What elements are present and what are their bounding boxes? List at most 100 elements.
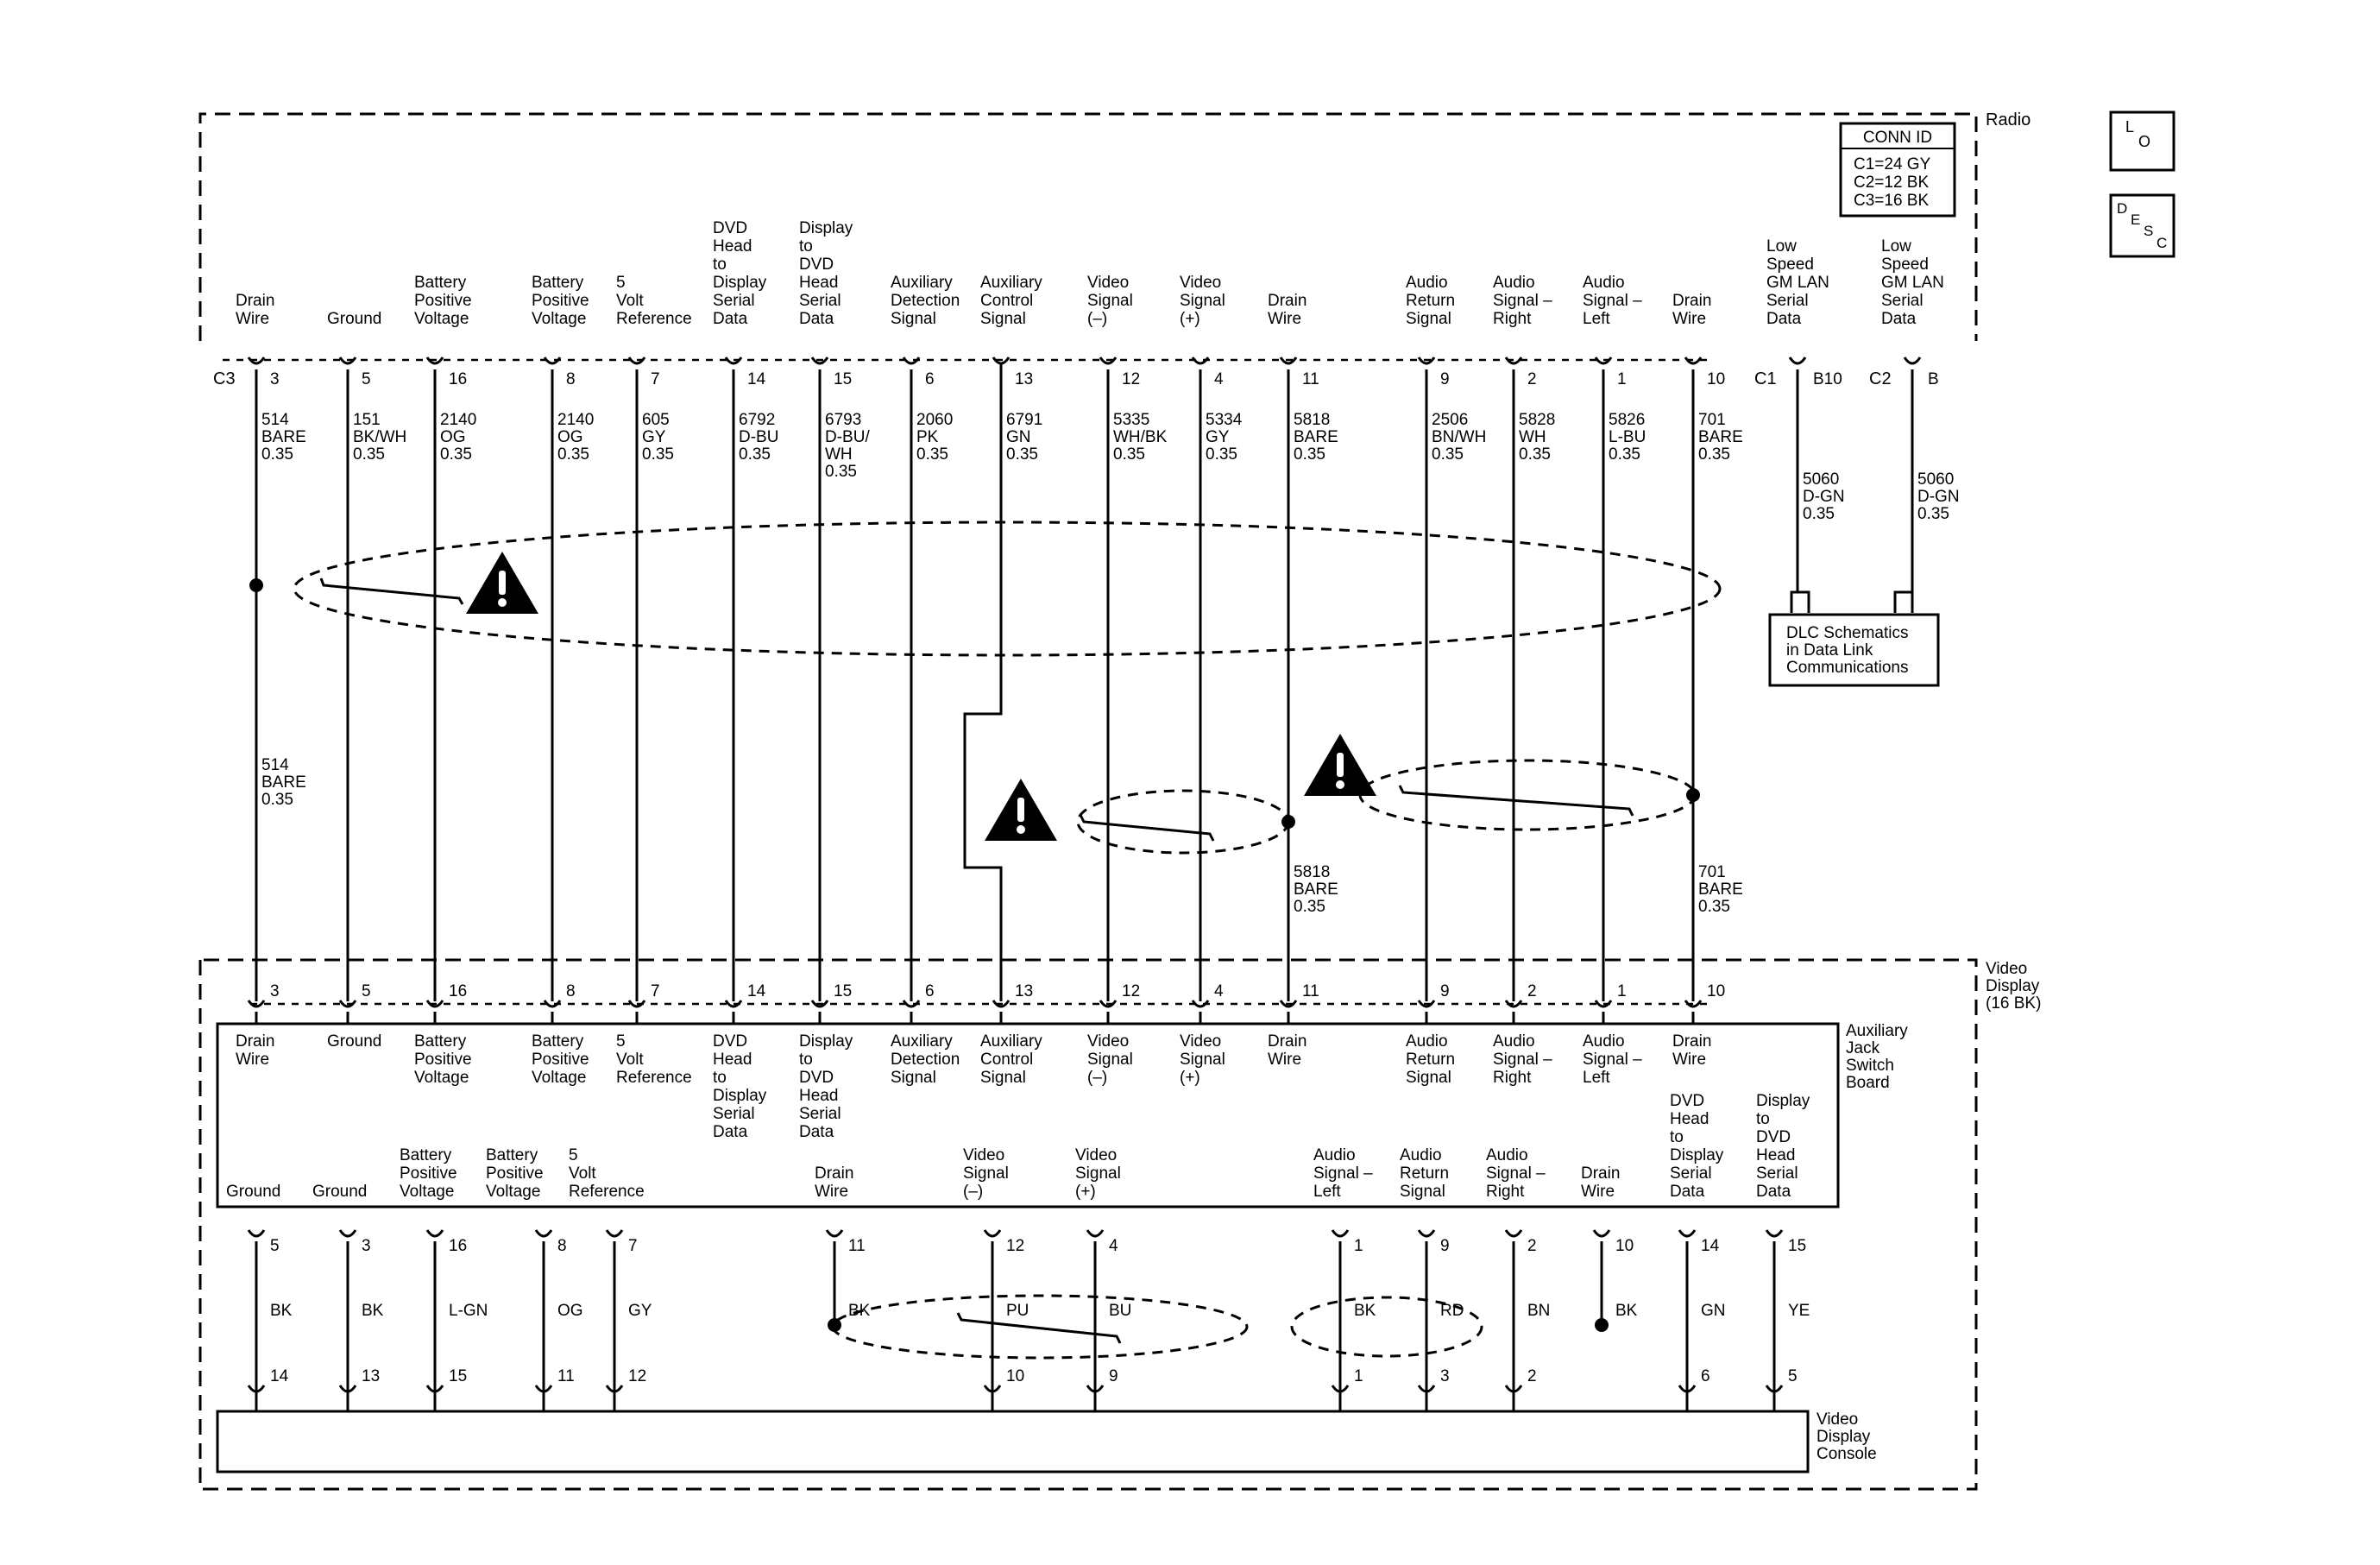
pin-number: 15 [834, 982, 852, 1000]
wire-spec: 5818 [1294, 411, 1330, 429]
switch-board-output-label: DVD [1670, 1092, 1704, 1110]
switch-board-pin-label: Signal [1180, 1051, 1225, 1069]
console-box [216, 1410, 1810, 1473]
pin-number: 5 [362, 370, 371, 388]
console-pin-2 [1504, 1385, 1523, 1393]
gmlan-label: Low [1881, 237, 1911, 256]
shield-audio-upper [1358, 759, 1697, 831]
dlc-box-line: in Data Link [1786, 641, 1873, 659]
output-pin-7 [605, 1229, 624, 1238]
wire-spec: 0.35 [1113, 445, 1145, 464]
switch-board-pin-label: Signal – [1583, 1051, 1642, 1069]
pin-number: B [1928, 370, 1939, 388]
radio-pin-label: Wire [236, 310, 269, 328]
pin-number: 7 [628, 1237, 638, 1255]
lo-badge [2109, 110, 2175, 172]
vd-pin-12 [1099, 1000, 1118, 1008]
radio-pin-15 [810, 357, 829, 365]
wire-spec: GY [1206, 428, 1230, 446]
wire-spec: BARE [261, 428, 306, 446]
switch-board-pin-label: Video [1180, 1032, 1221, 1051]
output-pin-12 [983, 1229, 1002, 1238]
switch-board-output-label: Signal – [1313, 1164, 1373, 1183]
mid-wire-spec: 514 [261, 756, 289, 774]
switch-board-pin-label: (–) [1087, 1069, 1107, 1087]
switch-board-pin-label: Left [1583, 1069, 1610, 1087]
conn-id-line: C1=24 GY [1854, 155, 1931, 174]
wire-color: BK [1615, 1302, 1638, 1320]
radio-pin-label: Return [1406, 292, 1455, 310]
gmlan-label: Data [1881, 310, 1917, 328]
vd-pin-5 [338, 1000, 357, 1008]
output-pin-9 [1417, 1229, 1436, 1238]
wire-spec: PK [916, 428, 939, 446]
switch-board-output-label: Serial [1756, 1164, 1798, 1183]
switch-board-pin-label: Auxiliary [980, 1032, 1042, 1051]
wire-spec: 2506 [1432, 411, 1468, 429]
console-pin-1 [1331, 1385, 1350, 1393]
wire-spec: 0.35 [1006, 445, 1038, 464]
output-pin-11 [825, 1229, 844, 1238]
radio-pin-10 [1684, 357, 1703, 365]
wire-spec: OG [440, 428, 466, 446]
vd-pin-2 [1504, 1000, 1523, 1008]
gmlan-pin-B [1903, 357, 1922, 365]
shield-video-upper [1076, 789, 1290, 855]
pin-number: 5 [270, 1237, 280, 1255]
vd-pin-8 [543, 1000, 562, 1008]
pin-number: 16 [449, 370, 467, 388]
pin-number: 2 [1527, 1367, 1537, 1385]
wire-spec: BN/WH [1432, 428, 1486, 446]
switch-board-pin-label: Detection [891, 1051, 960, 1069]
pin-number: 16 [449, 982, 467, 1000]
pin-number: 6 [925, 982, 935, 1000]
dlc-box-line: DLC Schematics [1786, 624, 1909, 642]
radio-pin-16 [425, 357, 444, 365]
switch-board-pin-label: DVD [799, 1069, 834, 1087]
vd-pin-10 [1684, 1000, 1703, 1008]
switch-board-output-label: Battery [400, 1146, 452, 1164]
mid-wire-spec: 5818 [1294, 863, 1330, 881]
shield-video-lower [831, 1294, 1249, 1360]
radio-pin-label: Drain [236, 292, 274, 310]
switch-board-pin-label: Wire [1268, 1051, 1301, 1069]
radio-pin-label: Audio [1583, 274, 1625, 292]
wire-spec: 0.35 [1206, 445, 1237, 464]
switch-board-output-label: Wire [1581, 1183, 1615, 1201]
splice-dot [828, 1318, 841, 1332]
switch-board-output-label: Voltage [400, 1183, 454, 1201]
switch-board-pin-label: Voltage [414, 1069, 469, 1087]
radio-pin-label: Auxiliary [891, 274, 953, 292]
switch-board-output-label: Return [1400, 1164, 1449, 1183]
warning-icon [985, 779, 1057, 841]
wire-spec: 151 [353, 411, 381, 429]
wire-spec: 0.35 [440, 445, 472, 464]
pin-number: 16 [449, 1237, 467, 1255]
pin-number: 8 [557, 1237, 567, 1255]
console-pin-12 [605, 1385, 624, 1393]
pin-number: 11 [848, 1237, 866, 1255]
switch-board-pin-label: Volt [616, 1051, 644, 1069]
switch-board-output-label: (–) [963, 1183, 983, 1201]
mid-wire-spec: 0.35 [1698, 898, 1730, 916]
video-display-box [198, 958, 1978, 1491]
wire-spec: 0.35 [1609, 445, 1640, 464]
switch-board-pin-label: Return [1406, 1051, 1455, 1069]
output-pin-15 [1765, 1229, 1784, 1238]
desc-badge-letter: S [2144, 223, 2153, 239]
pin-number: 15 [1788, 1237, 1806, 1255]
radio-pin-label: Signal – [1583, 292, 1642, 310]
switch-board-output-label: Signal [963, 1164, 1009, 1183]
gmlan-label: GM LAN [1881, 274, 1944, 292]
radio-pin-label: (–) [1087, 310, 1107, 328]
switch-board-pin-label: Battery [414, 1032, 467, 1051]
switch-board-output-label: to [1670, 1128, 1684, 1146]
switch-board-pin-label: Signal [1087, 1051, 1133, 1069]
radio-pin-label: Ground [327, 310, 381, 328]
switch-board-output-label: Display [1670, 1146, 1724, 1164]
switch-board-pin-label: Positive [414, 1051, 472, 1069]
switch-board-pin-label: Audio [1583, 1032, 1625, 1051]
video-display-title: (16 BK) [1986, 994, 2041, 1013]
pin-number: 9 [1440, 370, 1450, 388]
pin-number: 14 [270, 1367, 289, 1385]
